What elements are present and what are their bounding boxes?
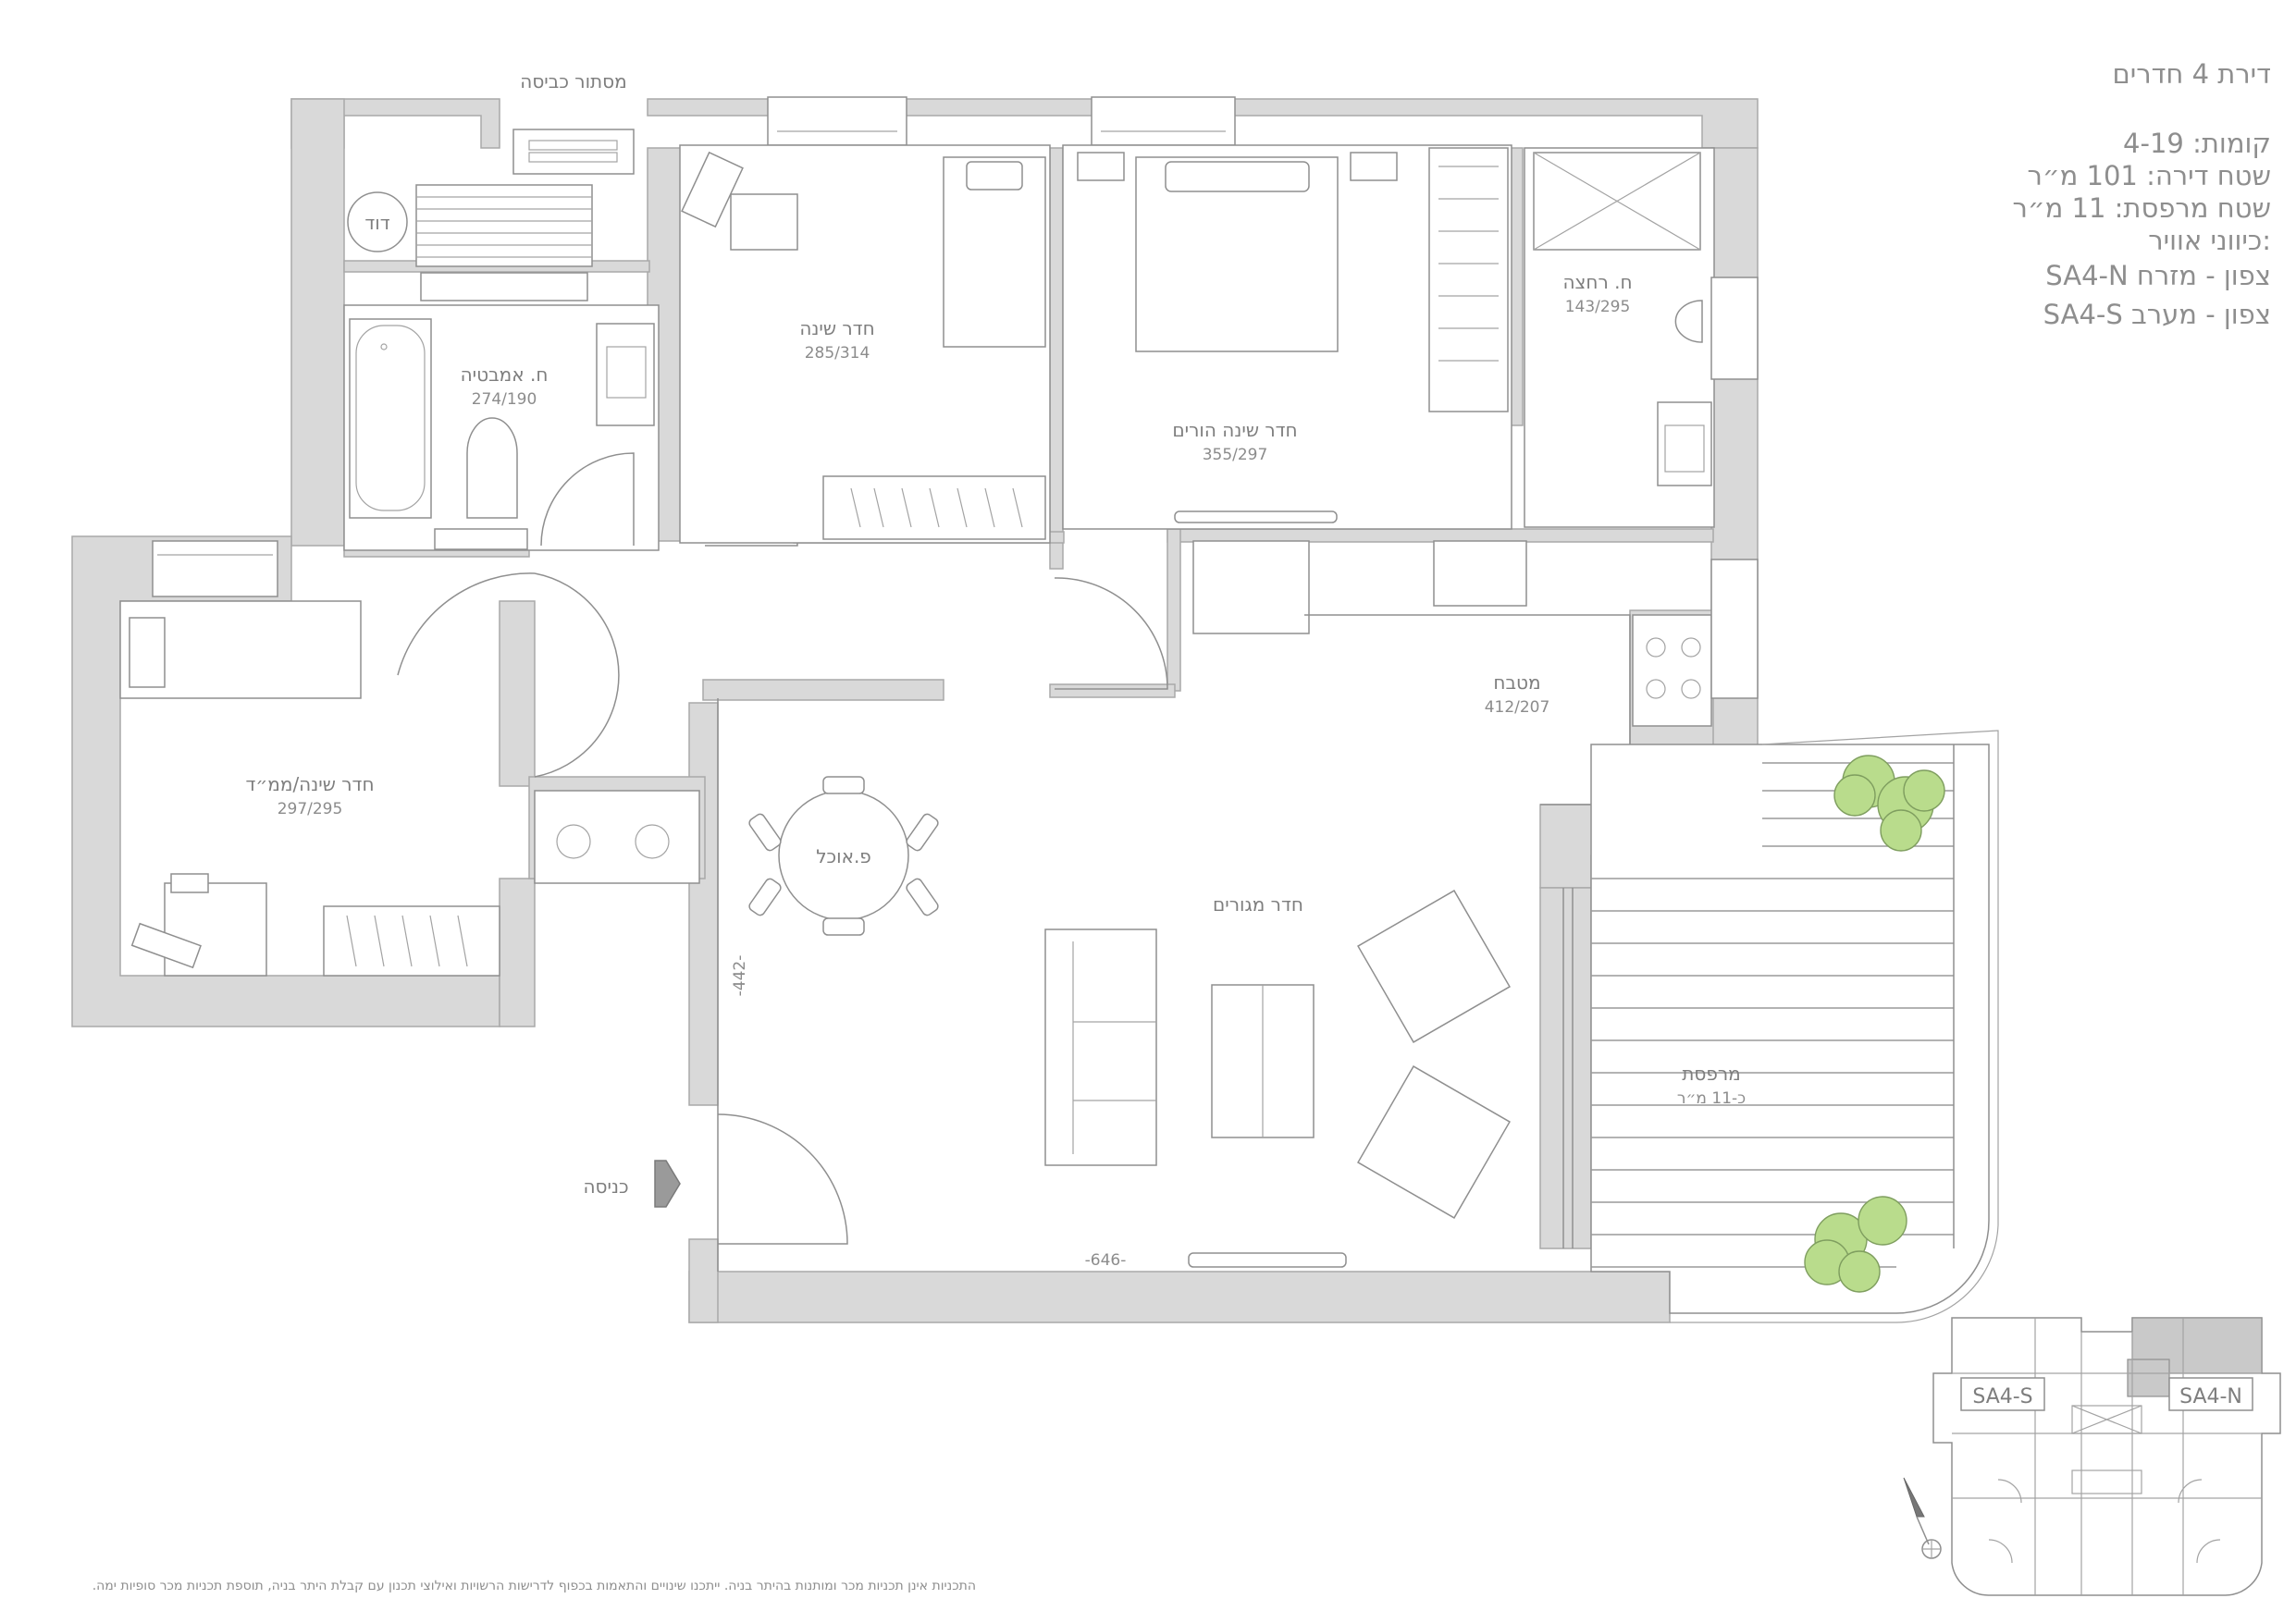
header-line: שטח דירה: 101 מ״ר bbox=[2028, 160, 2271, 191]
armchair bbox=[1357, 890, 1511, 1043]
label-shower: ח. רחצה bbox=[1562, 271, 1632, 293]
room-labels: מסתור כביסה דוד ח. אמבטיה 274/190 חדר שי… bbox=[245, 70, 1746, 1270]
label-storage: מסתור כביסה bbox=[520, 70, 626, 92]
header-line: שטח מרפסת: 11 מ״ר bbox=[2013, 192, 2271, 224]
label-balcony: מרפסת bbox=[1682, 1063, 1741, 1085]
label-kitchen: מטבח bbox=[1493, 671, 1540, 694]
size-kitchen: 412/207 bbox=[1485, 698, 1550, 717]
stove bbox=[1632, 614, 1712, 727]
tree-icon bbox=[1833, 755, 1945, 852]
dim-horizontal: -646- bbox=[1085, 1251, 1127, 1270]
door-entrance bbox=[717, 1113, 848, 1245]
closet bbox=[1428, 147, 1509, 412]
bathtub bbox=[349, 318, 432, 519]
door-bath bbox=[540, 452, 635, 547]
furniture bbox=[119, 96, 1759, 1272]
label-bedroom: חדר שינה bbox=[799, 317, 874, 339]
keyplan-unit-left: SA4-S bbox=[1972, 1385, 2032, 1408]
window bbox=[767, 96, 907, 146]
sofa bbox=[1044, 928, 1157, 1166]
label-dining: פ.אוכל bbox=[816, 845, 871, 867]
label-boiler: דוד bbox=[364, 212, 389, 234]
tree-icon bbox=[1804, 1196, 1907, 1293]
armchair bbox=[1357, 1065, 1511, 1219]
window bbox=[1710, 277, 1759, 380]
label-master: חדר שינה הורים bbox=[1172, 419, 1297, 441]
label-entrance: כניסה bbox=[583, 1175, 628, 1198]
size-bedroom: 285/314 bbox=[805, 344, 870, 363]
window bbox=[1091, 96, 1236, 146]
sink-shower bbox=[1657, 401, 1712, 486]
dim-vertical: -442- bbox=[731, 955, 749, 997]
fridge bbox=[1192, 540, 1310, 634]
size-shower: 143/295 bbox=[1565, 298, 1631, 316]
door-safe-room bbox=[534, 572, 620, 778]
toilet-shower bbox=[1674, 300, 1703, 343]
header-line: כיווני אוויר: bbox=[2148, 225, 2271, 256]
window bbox=[152, 540, 278, 597]
header-line: SA4-N צפון - מזרח bbox=[2045, 260, 2271, 291]
boiler-icon bbox=[347, 191, 408, 252]
size-safe-room: 297/295 bbox=[278, 800, 343, 818]
laundry-unit bbox=[512, 129, 635, 175]
header-line: קומות: 4-19 bbox=[2123, 128, 2271, 159]
key-plan: SA4-S SA4-N bbox=[1932, 1317, 2281, 1596]
sink bbox=[596, 323, 655, 426]
label-bath: ח. אמבטיה bbox=[461, 363, 549, 386]
north-arrow-icon bbox=[1903, 1477, 1942, 1559]
toilet bbox=[466, 417, 518, 519]
header: דירת 4 חדרים קומות: 4-19 שטח דירה: 101 מ… bbox=[2013, 58, 2271, 330]
washing-machines bbox=[534, 790, 700, 884]
size-balcony: כ-11 מ״ר bbox=[1677, 1089, 1746, 1108]
door-master bbox=[1054, 577, 1168, 690]
label-safe-room: חדר שינה/ממ״ד bbox=[245, 773, 374, 795]
desk-chair bbox=[730, 193, 798, 251]
kitchen-sink bbox=[1433, 540, 1527, 607]
header-title: דירת 4 חדרים bbox=[2112, 58, 2271, 90]
size-bath: 274/190 bbox=[472, 390, 537, 409]
entrance-arrow-icon[interactable] bbox=[654, 1160, 681, 1208]
window bbox=[1710, 559, 1759, 699]
disclaimer: התכניות אינן תכניות מכר ומותנות בהיתר בנ… bbox=[92, 1579, 976, 1593]
balcony bbox=[1562, 730, 1999, 1323]
label-living: חדר מגורים bbox=[1213, 893, 1303, 916]
size-master: 355/297 bbox=[1203, 446, 1268, 464]
header-line: SA4-S צפון - מערב bbox=[2043, 299, 2271, 330]
keyplan-unit-right: SA4-N bbox=[2179, 1385, 2242, 1408]
